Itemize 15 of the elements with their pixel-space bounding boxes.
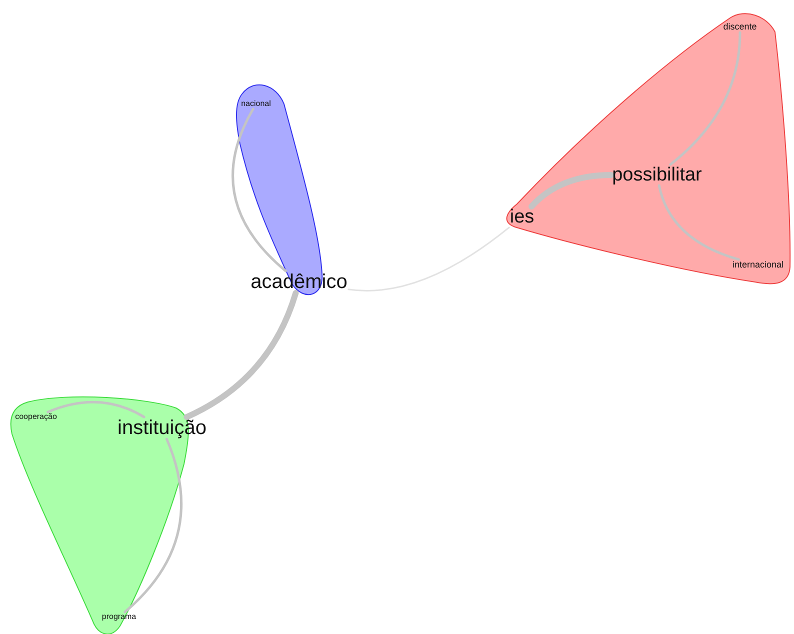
word-label: programa <box>102 613 136 621</box>
connector-line <box>184 290 299 420</box>
connector-line <box>669 31 742 166</box>
connector-line <box>46 400 146 418</box>
word-label: cooperação <box>15 413 57 421</box>
connector-line <box>528 172 614 210</box>
word-label: instituição <box>118 418 206 438</box>
connector-line <box>348 226 510 292</box>
word-label: discente <box>723 22 757 32</box>
word-label: nacional <box>241 100 271 108</box>
cluster-halo <box>505 12 792 284</box>
word-label: ies <box>510 208 534 226</box>
word-label: possibilitar <box>612 166 702 184</box>
word-label: internacional <box>732 260 784 270</box>
connector-line <box>658 184 740 261</box>
